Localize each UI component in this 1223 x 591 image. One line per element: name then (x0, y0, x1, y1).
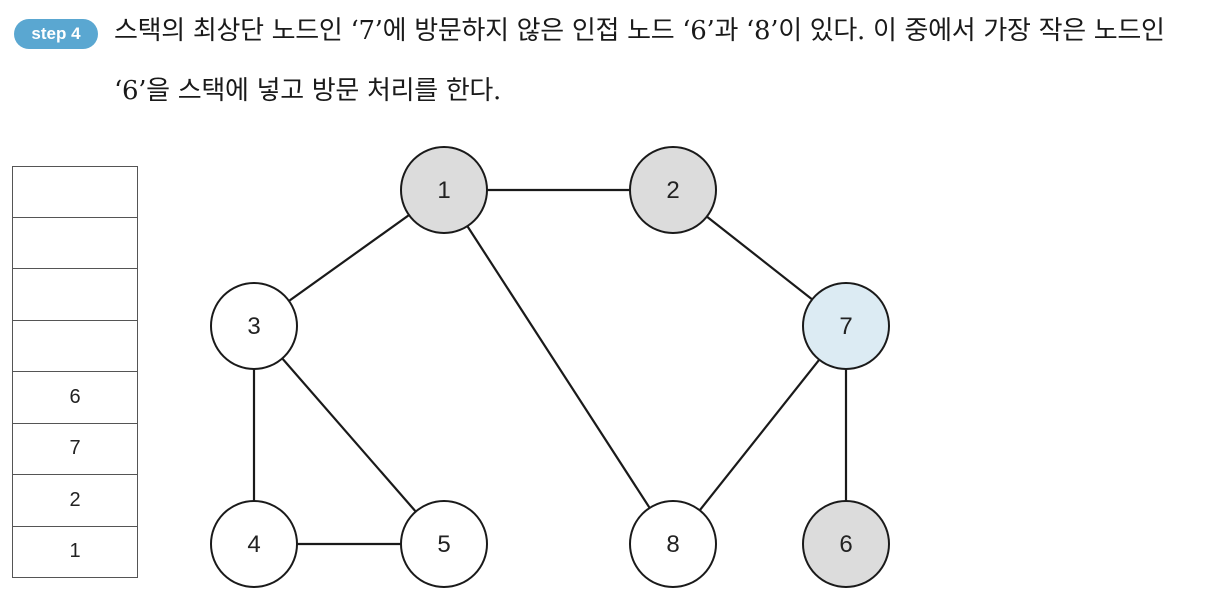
stack-cell: 7 (12, 423, 138, 475)
description-line-2: ‘6’을 스택에 넣고 방문 처리를 한다. (114, 76, 502, 106)
node-circle (400, 500, 488, 588)
node-7: 7 (802, 282, 890, 370)
graph-edges (252, 188, 848, 546)
stack-cell (12, 217, 138, 269)
edge-1-8 (443, 189, 674, 545)
node-4: 4 (210, 500, 298, 588)
edge-3-5 (253, 325, 445, 545)
node-label: 4 (247, 531, 260, 558)
stack-cell: 2 (12, 475, 138, 527)
node-label: 2 (666, 177, 679, 204)
node-6: 6 (802, 500, 890, 588)
stack: 6 7 2 1 (12, 166, 138, 578)
node-5: 5 (400, 500, 488, 588)
step-badge: step 4 (14, 19, 98, 49)
node-circle (629, 500, 717, 588)
stack-cell: 6 (12, 372, 138, 424)
node-label: 1 (437, 177, 450, 204)
node-circle (210, 500, 298, 588)
stack-cell: 1 (12, 526, 138, 578)
node-label: 6 (839, 531, 852, 558)
description-line-1: 스택의 최상단 노드인 ‘7’에 방문하지 않은 인접 노드 ‘6’과 ‘8’이… (114, 16, 1165, 46)
node-label: 3 (247, 313, 260, 340)
node-1: 1 (400, 146, 488, 234)
stack-cell (12, 320, 138, 372)
node-circle (400, 146, 488, 234)
edge-7-8 (672, 325, 847, 545)
stack-cell (12, 269, 138, 321)
node-circle (802, 282, 890, 370)
node-circle (629, 146, 717, 234)
node-circle (210, 282, 298, 370)
node-circle (802, 500, 890, 588)
stack-cell (12, 166, 138, 218)
node-2: 2 (629, 146, 717, 234)
node-3: 3 (210, 282, 298, 370)
node-label: 7 (839, 313, 852, 340)
node-8: 8 (629, 500, 717, 588)
graph-nodes: 1 2 3 7 4 5 8 6 (210, 146, 890, 588)
node-label: 5 (437, 531, 450, 558)
node-label: 8 (666, 531, 679, 558)
